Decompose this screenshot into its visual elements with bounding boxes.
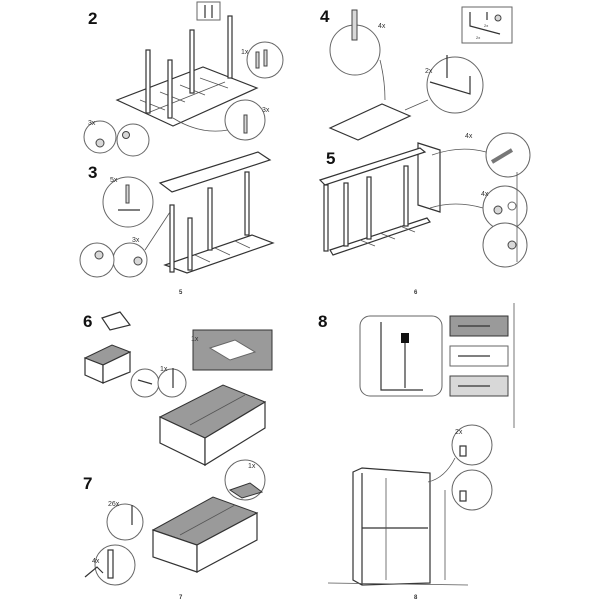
quantity-label: 4x [378, 23, 386, 30]
hammer-icon [84, 566, 104, 578]
quantity-label: 3x [132, 237, 140, 244]
step-number: 5 [326, 149, 335, 168]
step-number: 3 [88, 163, 97, 182]
wall-drilling-detail [359, 315, 443, 397]
side-panel [417, 142, 441, 213]
dowel-icon [351, 9, 358, 41]
quantity-label: 4x [481, 191, 489, 198]
quantity-label: 1x [191, 336, 199, 343]
base-panel [163, 234, 275, 274]
step-number: 8 [318, 312, 327, 331]
quantity-label: 2x [425, 68, 433, 75]
step-number: 6 [83, 312, 92, 331]
page-7: 6 1x 1x 7 [83, 311, 273, 600]
leg [169, 204, 175, 273]
quantity-label: 1x [248, 463, 256, 470]
leg [207, 187, 213, 251]
quantity-label: 3x [262, 107, 270, 114]
parts-inset-label: 2x [476, 35, 480, 40]
quantity-label: 3x [88, 120, 96, 127]
tape-icon [101, 311, 132, 331]
detail-callout [157, 368, 187, 398]
detail-callout [426, 56, 484, 114]
quantity-label: 1x [241, 49, 249, 56]
step-number: 7 [83, 474, 92, 493]
leg [189, 29, 195, 94]
page-8: 8 2x 8 [318, 303, 515, 600]
quantity-label: 1x [160, 366, 168, 373]
detail-callout [482, 222, 528, 268]
page-number: 6 [414, 290, 418, 296]
detail-callout [83, 120, 117, 154]
quantity-label: 26x [108, 501, 120, 508]
quantity-label: 2x [455, 429, 463, 436]
top-panel [158, 151, 272, 193]
page-6: 4 2x 2x 4x 2x 5 [318, 6, 531, 296]
leg [244, 171, 250, 236]
quantity-label: 4x [92, 558, 100, 565]
leg [227, 15, 233, 79]
base-panel [329, 217, 431, 256]
leg [167, 59, 173, 119]
step-6-illustration: 1x 1x [83, 311, 273, 467]
step-8-illustration: 2x [327, 303, 515, 586]
detail-callout [79, 242, 115, 278]
leg [145, 49, 151, 114]
step-2-illustration: 1x 3x 3x [83, 1, 284, 157]
step-5-illustration: 4x 4x [318, 132, 531, 268]
parts-inset-label: 2x [484, 23, 488, 28]
leg [323, 184, 329, 252]
leg [343, 182, 349, 247]
page-number: 5 [179, 290, 183, 296]
top-panel [318, 147, 427, 186]
quantity-label: 5x [110, 177, 118, 184]
page-number: 8 [414, 595, 418, 600]
detail-callout [116, 123, 150, 157]
drill-icon [401, 333, 409, 343]
detail-callout [130, 368, 160, 398]
step-number: 4 [320, 7, 330, 26]
page-number: 7 [179, 595, 183, 600]
wardrobe [352, 467, 431, 586]
detail-callout [106, 503, 144, 541]
leg [187, 217, 193, 271]
leg [403, 165, 409, 227]
step-3-illustration: 5x 3x [79, 151, 275, 278]
page-5: 2 1x 3x 3x 3 [79, 1, 284, 296]
step-number: 2 [88, 9, 97, 28]
detail-callout [94, 544, 136, 586]
leg [366, 176, 372, 240]
step-4-illustration: 2x 2x 4x 2x [328, 6, 513, 141]
detail-inset [196, 1, 221, 21]
detail-callout [451, 469, 493, 511]
detail-callout [485, 132, 531, 178]
quantity-label: 4x [465, 133, 473, 140]
panel [328, 103, 412, 141]
step-7-illustration: 1x 26x 4x [84, 459, 266, 586]
